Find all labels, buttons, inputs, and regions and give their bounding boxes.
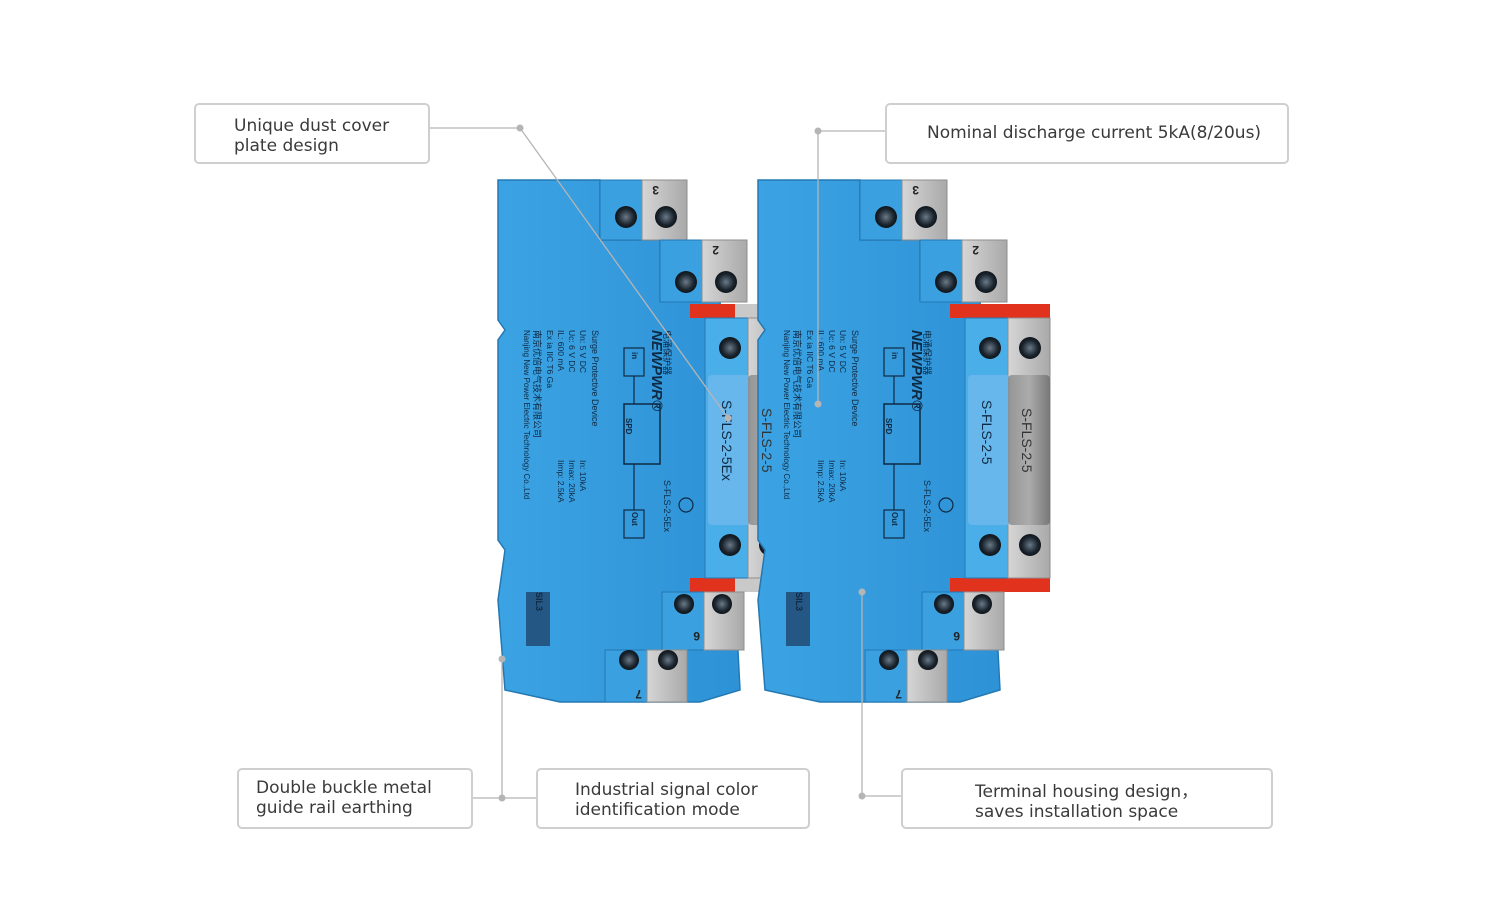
device-left: NEWPWR® 电涌保护器 S-FLS-2-5Ex Surge Protecti… xyxy=(497,179,791,703)
device-right-sil: SIL3 xyxy=(794,592,804,611)
device-right-cover-label: S-FLS-2-5 xyxy=(1019,408,1035,473)
device-left-company-cn: 南京优倍电气技术有限公司 xyxy=(532,330,543,438)
device-right-spec-2: IL: 600 mA xyxy=(816,330,826,371)
device-right-terminal-6: 6 xyxy=(953,629,960,643)
device-left-model-side: S-FLS-2-5Ex xyxy=(662,480,672,533)
callout-dust-cover: Unique dust cover plate design xyxy=(194,103,430,164)
device-left-sil: SIL3 xyxy=(534,592,544,611)
callout-signal-color: Industrial signal color identification m… xyxy=(536,768,810,829)
callout-dust-cover-text: Unique dust cover plate design xyxy=(234,116,390,156)
device-left-brand: NEWPWR® xyxy=(648,330,665,412)
device-left-in-label: in xyxy=(630,352,639,359)
device-right-spd-label: SPD xyxy=(884,418,893,435)
qr-code-icon xyxy=(786,592,810,646)
device-left-company-en: Nanjing New Power Electric Technology Co… xyxy=(522,330,531,499)
device-left-cover-label: S-FLS-2-5 xyxy=(759,408,775,473)
callout-housing: Terminal housing design， saves installat… xyxy=(901,768,1273,829)
device-right-terminal-7: 7 xyxy=(895,687,902,701)
device-right-company-en: Nanjing New Power Electric Technology Co… xyxy=(782,330,791,499)
device-left-spec-0: Un: 5 V DC xyxy=(578,330,588,373)
device-left-en-title: Surge Protective Device xyxy=(590,330,600,427)
device-right-rating-2: Iimp: 2.5kA xyxy=(816,460,826,503)
callout-rail-earthing: Double buckle metal guide rail earthing xyxy=(237,768,473,829)
device-right-spec-3: Ex ia IIC T6 Ga xyxy=(805,330,815,388)
callout-rail-earthing-text: Double buckle metal guide rail earthing xyxy=(256,778,432,818)
callout-signal-color-text: Industrial signal color identification m… xyxy=(575,780,758,820)
device-left-spec-3: Ex ia IIC T6 Ga xyxy=(545,330,555,388)
device-right-product-label: S-FLS-2-5 xyxy=(979,400,995,465)
device-right-cn-title: 电涌保护器 xyxy=(922,330,933,375)
certification-mark-icon xyxy=(678,497,694,513)
device-left-cn-title: 电涌保护器 xyxy=(662,330,673,375)
qr-code-icon xyxy=(526,592,550,646)
device-right-in-label: in xyxy=(890,352,899,359)
device-right-terminal-3: 3 xyxy=(912,183,919,197)
device-right: NEWPWR® 电涌保护器 S-FLS-2-5Ex Surge Protecti… xyxy=(757,179,1051,703)
device-right-en-title: Surge Protective Device xyxy=(850,330,860,427)
callout-housing-text: Terminal housing design， saves installat… xyxy=(975,782,1199,822)
device-left-out-label: Out xyxy=(630,512,639,526)
device-left-terminal-6: 6 xyxy=(693,629,700,643)
leader-dots xyxy=(498,124,866,802)
device-right-spec-0: Un: 5 V DC xyxy=(838,330,848,373)
device-right-company-cn: 南京优倍电气技术有限公司 xyxy=(792,330,803,438)
device-left-terminal-3: 3 xyxy=(652,183,659,197)
device-left-rating-2: Iimp: 2.5kA xyxy=(556,460,566,503)
device-right-terminal-2: 2 xyxy=(972,243,979,257)
device-left-rating-1: Imax: 20kA xyxy=(567,460,577,503)
device-right-model-side: S-FLS-2-5Ex xyxy=(922,480,932,533)
device-right-brand: NEWPWR® xyxy=(908,330,925,412)
callout-discharge: Nominal discharge current 5kA(8/20us) xyxy=(885,103,1289,164)
device-right-rating-1: Imax: 20kA xyxy=(827,460,837,503)
device-left-terminal-2: 2 xyxy=(712,243,719,257)
certification-mark-icon xyxy=(938,497,954,513)
device-right-rating-0: In: 10kA xyxy=(838,460,848,492)
device-left-spec-1: Uc: 6 V DC xyxy=(567,330,577,373)
callout-discharge-text: Nominal discharge current 5kA(8/20us) xyxy=(927,123,1262,143)
device-left-terminal-7: 7 xyxy=(635,687,642,701)
device-left-spec-2: IL: 600 mA xyxy=(556,330,566,371)
device-left-spd-label: SPD xyxy=(624,418,633,435)
device-right-spec-1: Uc: 6 V DC xyxy=(827,330,837,373)
device-left-product-label: S-FLS-2-5Ex xyxy=(719,400,735,481)
device-left-rating-0: In: 10kA xyxy=(578,460,588,492)
device-right-out-label: Out xyxy=(890,512,899,526)
